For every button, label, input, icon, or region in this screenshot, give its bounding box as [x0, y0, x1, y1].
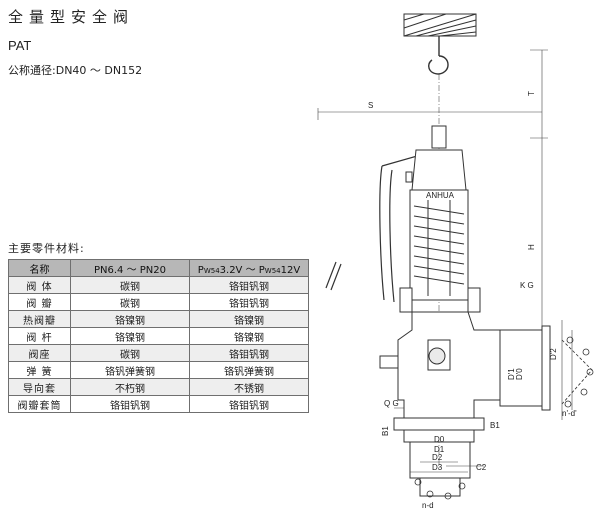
ceiling-mount	[403, 13, 477, 37]
part-name: 弹 簧	[8, 361, 71, 379]
inlet-bolt-pattern	[414, 478, 466, 500]
pw-prefix-2: P	[258, 264, 265, 276]
valve-technical-drawing: ANHUA S T H K G Q G B1 B1 D0 D1 D2 D3 C2…	[317, 13, 594, 510]
nominal-diameter: 公称通径:DN40 ～ DN152	[8, 62, 142, 78]
table-row: 阀 体碳钢铬钼钒钢	[8, 276, 309, 294]
dim-label-qg: Q G	[384, 399, 399, 408]
dim-label-t: T	[527, 91, 536, 96]
part-name: 阀 杆	[8, 327, 71, 345]
valve-body	[379, 311, 551, 443]
material-pn: 不朽钢	[70, 378, 190, 396]
dim-label-d2: D2	[432, 453, 443, 462]
material-pw: 铬镍钢	[189, 327, 309, 345]
page-title: 全量型安全阀	[8, 8, 135, 26]
dim-label-d1: D1	[434, 445, 445, 454]
pw-mid: 3.2V ～	[219, 264, 259, 276]
inlet-flange	[409, 442, 471, 497]
dim-label-d1-prime: D'1	[507, 368, 516, 380]
part-name: 导向套	[8, 378, 71, 396]
table-row: 热阀瓣铬镍钢铬镍钢	[8, 310, 309, 328]
valve-cap	[405, 125, 467, 191]
dropped-lever	[325, 261, 342, 291]
part-name: 阀 体	[8, 276, 71, 294]
material-pw: 铬钼钒钢	[189, 293, 309, 311]
dim-label-d0: D0	[434, 435, 445, 444]
materials-table: 名称 PN6.4 ～ PN20 PW543.2V ～ PW5412V 阀 体碳钢…	[8, 259, 309, 413]
table-row: 阀瓣套筒铬钼钒钢铬钼钒钢	[8, 395, 309, 413]
material-pw: 铬钼钒钢	[189, 276, 309, 294]
dim-label-b1-right: B1	[490, 421, 500, 430]
spring-bonnet	[399, 189, 481, 313]
spring-coils	[413, 200, 465, 296]
header-pw-range: PW543.2V ～ PW5412V	[189, 259, 309, 277]
part-name: 阀瓣套筒	[8, 395, 71, 413]
dim-label-nd-prime: n'-d'	[562, 409, 577, 418]
material-pw: 铬镍钢	[189, 310, 309, 328]
dim-label-d0-prime: D'0	[515, 368, 524, 380]
dim-label-h: H	[527, 244, 536, 250]
table-row: 弹 簧铬钒弹簧钢铬钒弹簧钢	[8, 361, 309, 379]
dim-label-s: S	[368, 101, 373, 110]
model-code: PAT	[8, 38, 32, 53]
material-pn: 碳钢	[70, 344, 190, 362]
header-name: 名称	[8, 259, 71, 277]
materials-heading: 主要零件材料:	[8, 242, 85, 255]
part-name: 阀 瓣	[8, 293, 71, 311]
nominal-diameter-label: 公称通径:	[8, 64, 56, 77]
material-pw: 铬钼钒钢	[189, 344, 309, 362]
pw-sub-2: W54	[264, 266, 281, 275]
part-name: 热阀瓣	[8, 310, 71, 328]
dim-label-b1-left: B1	[381, 426, 390, 436]
dim-label-kg: K G	[520, 281, 534, 290]
table-row: 阀座碳钢铬钼钒钢	[8, 344, 309, 362]
header-pn-range: PN6.4 ～ PN20	[70, 259, 190, 277]
pw-prefix-1: P	[197, 264, 204, 276]
outlet-bolt-pattern	[561, 336, 594, 408]
table-row: 阀 瓣碳钢铬钼钒钢	[8, 293, 309, 311]
material-pw: 铬钒弹簧钢	[189, 361, 309, 379]
table-row: 导向套不朽钢不锈钢	[8, 378, 309, 396]
materials-header-row: 名称 PN6.4 ～ PN20 PW543.2V ～ PW5412V	[8, 259, 309, 277]
material-pn: 铬镍钢	[70, 310, 190, 328]
pw-post: 12V	[280, 264, 301, 276]
dim-label-c2: C2	[476, 463, 487, 472]
hook-icon	[427, 36, 449, 75]
dim-label-d2-prime: D'2	[549, 348, 558, 360]
material-pn: 铬镍钢	[70, 327, 190, 345]
dim-label-d3: D3	[432, 463, 443, 472]
material-pn: 碳钢	[70, 276, 190, 294]
dim-label-nd: n-d	[422, 501, 434, 510]
material-pn: 铬钼钒钢	[70, 395, 190, 413]
pw-sub-1: W54	[203, 266, 220, 275]
material-pw: 铬钼钒钢	[189, 395, 309, 413]
material-pn: 铬钒弹簧钢	[70, 361, 190, 379]
material-pn: 碳钢	[70, 293, 190, 311]
table-row: 阀 杆铬镍钢铬镍钢	[8, 327, 309, 345]
nominal-diameter-range: DN40 ～ DN152	[55, 64, 143, 77]
nameplate-text: ANHUA	[426, 191, 455, 200]
part-name: 阀座	[8, 344, 71, 362]
material-pw: 不锈钢	[189, 378, 309, 396]
